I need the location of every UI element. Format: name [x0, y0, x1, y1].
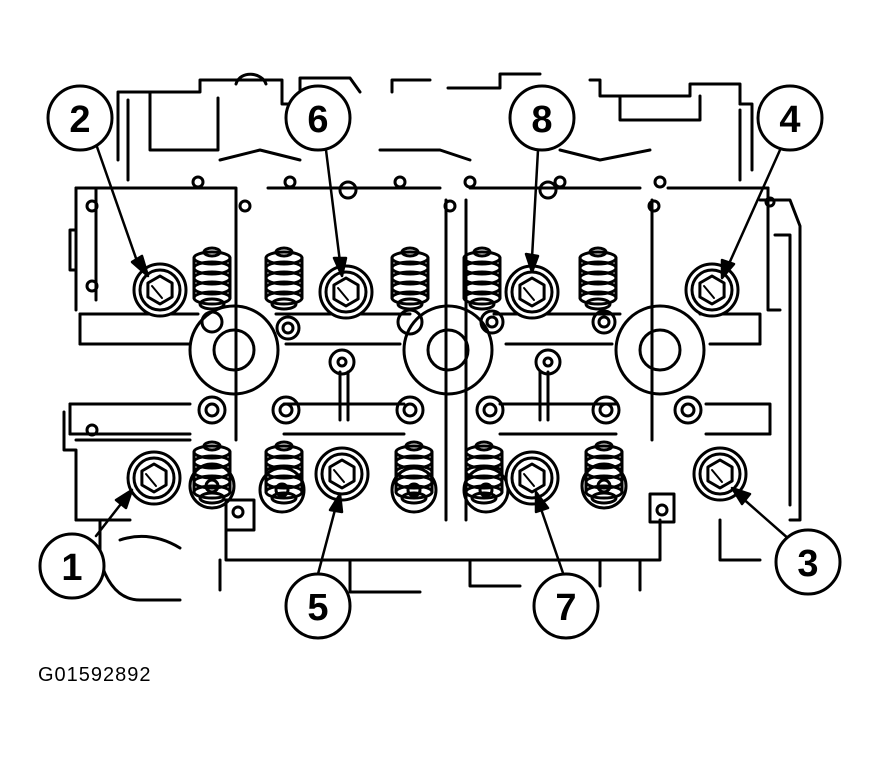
callout-5: 5 [284, 572, 352, 640]
callout-4: 4 [756, 84, 824, 152]
callout-4-number: 4 [779, 99, 800, 141]
figure-code: G01592892 [38, 664, 152, 686]
callout-leaders [94, 142, 792, 578]
cap-fasteners [197, 308, 703, 425]
valve-spring-upper [462, 246, 502, 311]
bolt-6 [318, 264, 374, 320]
valve-spring-lower [584, 440, 624, 505]
valve-springs-lower [188, 440, 628, 514]
cam-bearing-caps [188, 304, 706, 396]
callout-1: 1 [38, 532, 106, 600]
bolt-7 [504, 450, 560, 506]
callout-6-number: 6 [307, 99, 328, 141]
callout-6: 6 [284, 84, 352, 152]
valve-retainer [390, 466, 438, 514]
valve-retainer [258, 466, 306, 514]
bolt-3 [692, 446, 748, 502]
callout-7: 7 [532, 572, 600, 640]
valve-spring-lower [394, 440, 434, 505]
valve-spring-lower [464, 440, 504, 505]
valve-springs-upper [192, 246, 618, 311]
bolt-1 [126, 450, 182, 506]
callout-7-number: 7 [555, 587, 576, 629]
bolt-2 [132, 262, 188, 318]
cam-cap-center [402, 304, 494, 396]
valve-spring-upper [578, 246, 618, 311]
bolt-8 [504, 264, 560, 320]
callout-8: 8 [508, 84, 576, 152]
callout-5-number: 5 [307, 587, 328, 629]
callout-3-number: 3 [797, 543, 818, 585]
valve-retainer [580, 462, 628, 510]
cam-cap-left [188, 304, 280, 396]
callout-1-number: 1 [61, 547, 82, 589]
cam-cap-right [614, 304, 706, 396]
callout-8-number: 8 [531, 99, 552, 141]
bolt-4 [684, 262, 740, 318]
bolt-5 [314, 446, 370, 502]
callout-2-number: 2 [69, 99, 90, 141]
head-bolts [126, 262, 748, 506]
valve-spring-lower [192, 440, 232, 505]
valve-spring-upper [192, 246, 232, 311]
valve-spring-upper [264, 246, 304, 311]
valve-spring-upper [390, 246, 430, 311]
callout-2: 2 [46, 84, 114, 152]
head-casting [62, 72, 802, 602]
valve-retainer [188, 462, 236, 510]
callout-3: 3 [774, 528, 842, 596]
